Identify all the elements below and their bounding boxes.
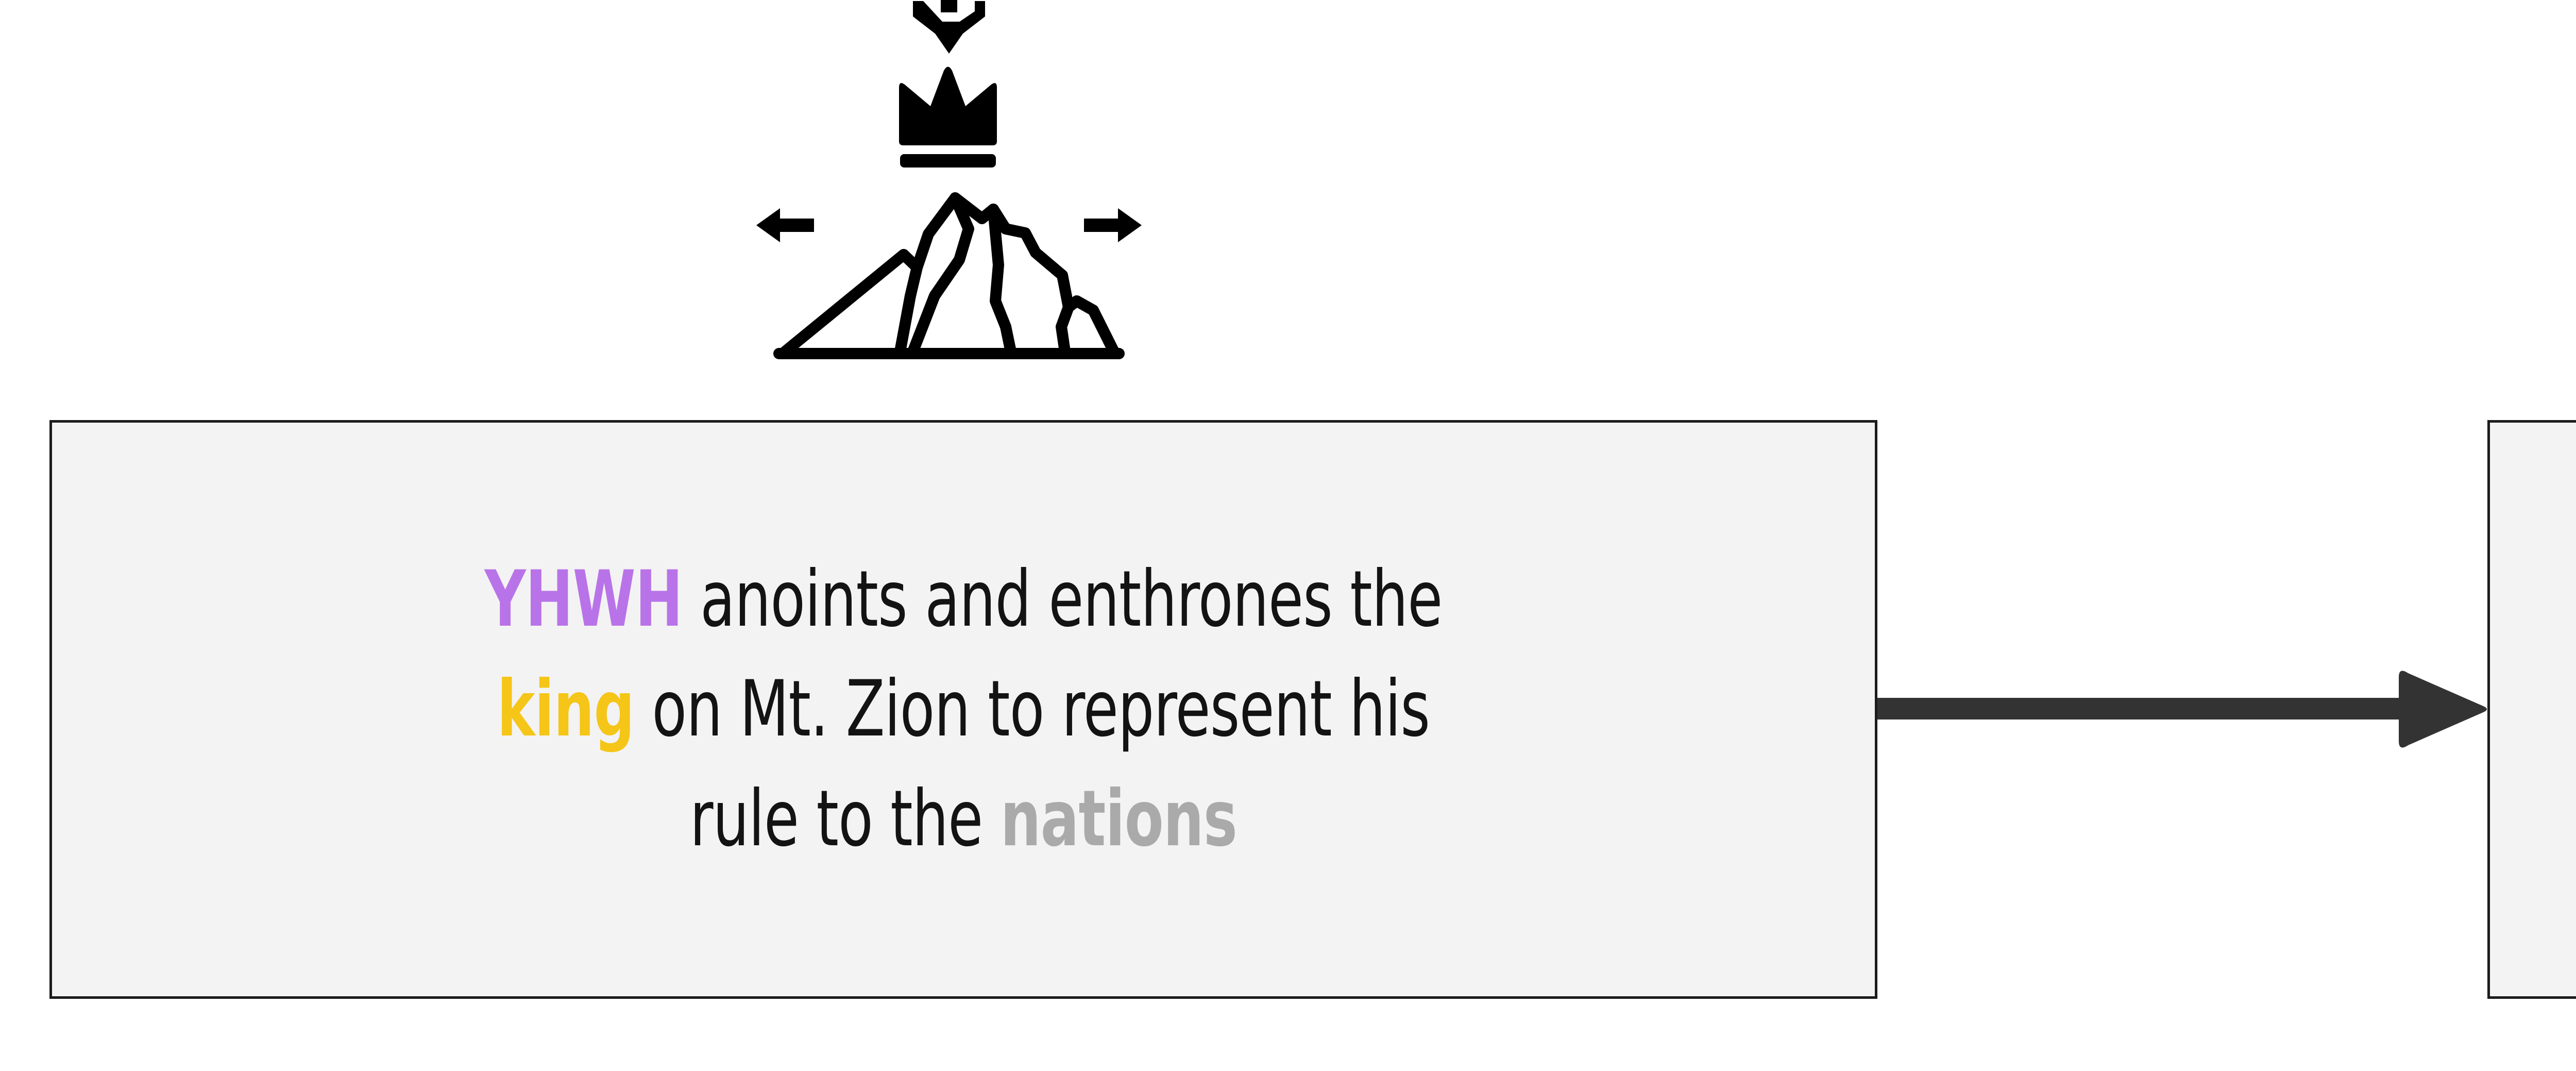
yhwh-enthrones-king-panel: YHWH anoints and enthrones the king on Mt… — [49, 420, 1877, 999]
arrow-right-icon — [1084, 208, 1142, 242]
highlight-yhwh: YHWH — [484, 555, 683, 644]
arrow-left-icon — [756, 208, 814, 242]
crown-icon — [899, 66, 997, 145]
nations-rebel-panel: Nations and their rulersrebel against YH… — [2487, 420, 2576, 999]
text-run: rule to the — [690, 774, 1001, 864]
highlight-nations: nations — [1000, 774, 1238, 864]
crown-base-bar — [900, 154, 996, 168]
panel-left-text: YHWH anoints and enthrones the king on Mt… — [249, 545, 1677, 874]
highlight-king: king — [497, 664, 635, 754]
mountain-icon — [773, 192, 1125, 359]
crown-on-mountain-icon — [753, 0, 1145, 399]
left-to-right-arrow — [1877, 665, 2487, 752]
text-run: on Mt. Zion to represent his — [634, 664, 1430, 754]
down-arrow-icon — [913, 0, 985, 54]
text-run: anoints and enthrones the — [682, 555, 1443, 644]
